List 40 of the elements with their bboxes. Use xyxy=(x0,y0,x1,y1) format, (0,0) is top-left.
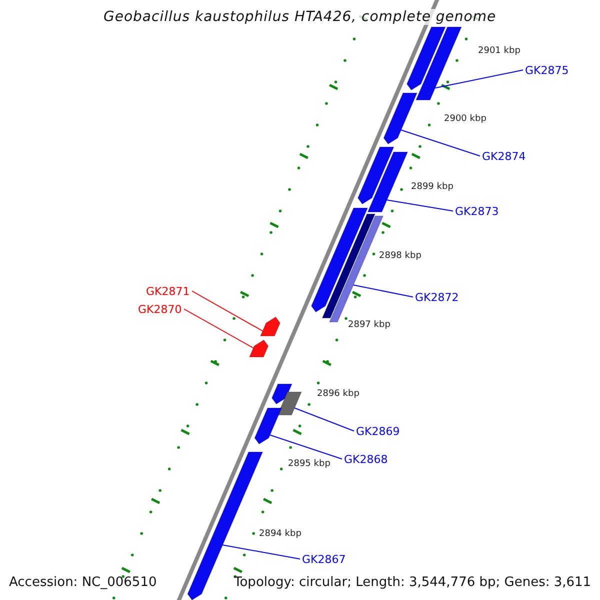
position-label: 2894 kbp xyxy=(259,530,302,539)
gene-pointer-shape xyxy=(406,26,446,90)
leader-line xyxy=(294,408,354,432)
leader-line xyxy=(222,544,300,560)
position-label: 2897 kbp xyxy=(348,321,390,330)
leader-line xyxy=(270,434,342,460)
gene-bar xyxy=(367,152,408,212)
genome-info-text: Topology: circular; Length: 3,544,776 bp; Genes: 3,611 xyxy=(234,576,592,589)
gene-label: GK2869 xyxy=(356,426,400,436)
gene-pointer-shape xyxy=(248,340,269,358)
leader-line xyxy=(400,130,480,156)
position-label: 2899 kbp xyxy=(411,183,454,192)
gene-label: GK2871 xyxy=(146,286,190,296)
gene-pointer-shape xyxy=(254,408,282,444)
leader-line xyxy=(434,70,524,88)
position-label: 2901 kbp xyxy=(478,47,520,56)
position-label: 2895 kbp xyxy=(288,460,330,469)
gene-block xyxy=(277,392,302,416)
gene-pointer-shape xyxy=(260,316,280,336)
gene-label: GK2870 xyxy=(138,304,182,314)
gene-label: GK2872 xyxy=(415,292,459,302)
gene-bar xyxy=(322,214,376,318)
gene-label: GK2873 xyxy=(455,206,499,216)
leader-line xyxy=(192,290,264,332)
gene-bar xyxy=(415,26,462,100)
position-label: 2900 kbp xyxy=(444,115,486,124)
gene-pointer-shape xyxy=(272,384,292,404)
gene-pointer-shape xyxy=(383,92,418,144)
leader-line xyxy=(352,284,414,298)
gene-label: GK2874 xyxy=(482,150,526,162)
position-label: 2896 kbp xyxy=(317,390,360,399)
gene-pointer-shape xyxy=(311,208,368,312)
position-label: 2898 kbp xyxy=(379,252,422,261)
accession-text: Accession: NC_006510 xyxy=(9,576,157,589)
gene-label: GK2867 xyxy=(302,554,346,564)
leader-line xyxy=(386,200,454,212)
gene-pointer-shape xyxy=(358,146,394,204)
gene-label: GK2868 xyxy=(344,454,388,464)
leader-line xyxy=(184,308,254,348)
gene-label: GK2875 xyxy=(525,64,569,76)
